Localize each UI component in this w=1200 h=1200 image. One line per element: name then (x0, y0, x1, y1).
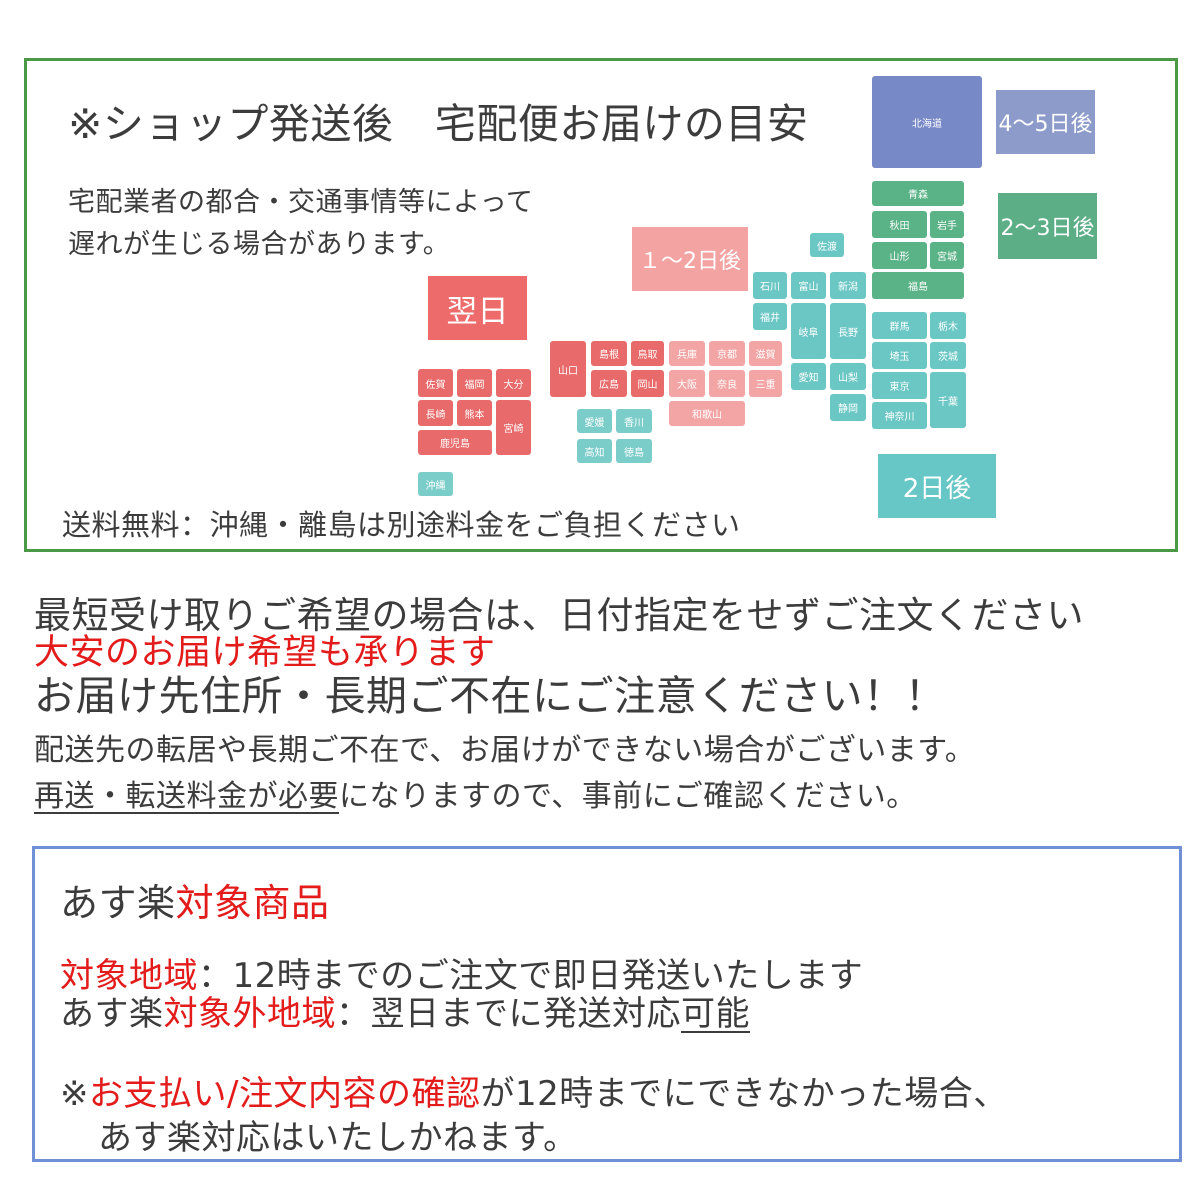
map-pref-shiga: 滋賀 (749, 341, 782, 366)
map-pref-kagoshima: 鹿児島 (418, 430, 492, 455)
map-pref-gunma: 群馬 (872, 312, 927, 339)
map-pref-tokyo: 東京 (872, 372, 927, 399)
map-pref-hiroshima: 広島 (591, 370, 627, 397)
map-pref-gifu: 岐阜 (791, 303, 826, 359)
outside-region-label: 対象外地域 (163, 994, 336, 1034)
map-pref-fukushima: 福島 (872, 272, 964, 299)
map-pref-niigata: 新潟 (830, 272, 866, 299)
notice-address-warning: お届け先住所・長期ご不在にご注意ください！！ (34, 672, 947, 720)
map-pref-tottori: 鳥取 (631, 341, 664, 366)
map-pref-miyazaki: 宮崎 (496, 400, 531, 455)
panel-subtitle-line1: 宅配業者の都合・交通事情等によって (68, 187, 534, 218)
map-pref-mie: 三重 (749, 370, 782, 397)
badge-two-three-days: 2～3日後 (998, 193, 1097, 259)
target-region-text: ：12時までのご注文で即日発送いたします (198, 956, 864, 996)
asuraku-title-prefix: あす楽 (60, 881, 176, 925)
map-pref-hyogo: 兵庫 (669, 341, 705, 366)
notice-shortest-delivery: 最短受け取りご希望の場合は、日付指定をせずご注文ください (34, 594, 1084, 637)
map-pref-wakayama: 和歌山 (669, 401, 745, 426)
map-pref-saitama: 埼玉 (872, 342, 927, 369)
map-pref-miyagi: 宮城 (930, 242, 964, 269)
asuraku-target-region: 対象地域：12時までのご注文で即日発送いたします (60, 948, 863, 997)
map-pref-kagawa: 香川 (616, 409, 652, 433)
notice-redelivery-fee: 再送・転送料金が必要になりますので、事前にご確認ください。 (34, 771, 917, 815)
free-shipping-note: 送料無料：沖縄・離島は別途料金をご負担ください (62, 508, 741, 542)
map-pref-oita: 大分 (496, 369, 531, 397)
outside-region-possible: 可能 (681, 994, 750, 1034)
map-pref-aichi: 愛知 (791, 363, 826, 390)
map-pref-kumamoto: 熊本 (457, 400, 492, 426)
redelivery-fee-underlined: 再送・転送料金が必要 (34, 779, 339, 814)
map-pref-tochigi: 栃木 (930, 312, 966, 339)
note-mark: ※ (60, 1074, 89, 1114)
asuraku-outside-region: あす楽対象外地域：翌日までに発送対応可能 (60, 986, 750, 1035)
notice-undeliverable: 配送先の転居や長期ご不在で、お届けができない場合がございます。 (34, 733, 976, 768)
map-pref-tokushima: 徳島 (616, 439, 652, 463)
panel-title: ※ショップ発送後 宅配便お届けの目安 (68, 100, 809, 148)
map-pref-okinawa: 沖縄 (418, 472, 453, 496)
map-pref-nara: 奈良 (709, 370, 745, 397)
map-pref-okayama: 岡山 (631, 370, 664, 397)
outside-region-text: ：翌日までに発送対応 (336, 994, 681, 1034)
note-payment-confirmation: お支払い/注文内容の確認 (89, 1074, 481, 1114)
map-pref-ibaraki: 茨城 (930, 342, 966, 369)
delivery-estimate-panel (24, 58, 1178, 552)
notice-taian-delivery: 大安のお届け希望も承ります (34, 633, 496, 673)
redelivery-fee-rest: になりますので、事前にご確認ください。 (339, 779, 917, 814)
target-region-label: 対象地域 (60, 956, 198, 996)
map-pref-saga: 佐賀 (418, 369, 453, 397)
map-pref-nagasaki: 長崎 (418, 400, 453, 426)
map-pref-yamagata: 山形 (872, 242, 927, 269)
map-pref-fukui: 福井 (753, 303, 787, 330)
map-pref-toyama: 富山 (791, 272, 826, 299)
map-pref-yamanashi: 山梨 (830, 363, 866, 390)
note-deadline-text: が12時までにできなかった場合、 (480, 1074, 1008, 1114)
badge-next-day: 翌日 (428, 276, 527, 340)
map-pref-kyoto: 京都 (709, 341, 745, 366)
panel-subtitle-line2: 遅れが生じる場合があります。 (68, 229, 451, 260)
asuraku-note-line1: ※お支払い/注文内容の確認が12時までにできなかった場合、 (60, 1066, 1008, 1115)
map-pref-hokkaido: 北海道 (872, 76, 982, 168)
map-pref-yamaguchi: 山口 (550, 341, 586, 397)
map-pref-sado: 佐渡 (810, 233, 844, 257)
map-pref-fukuoka: 福岡 (457, 369, 492, 397)
map-pref-ishikawa: 石川 (753, 272, 787, 299)
map-pref-shizuoka: 静岡 (830, 394, 866, 421)
asuraku-title: あす楽対象商品 (60, 872, 330, 927)
map-pref-iwate: 岩手 (930, 211, 964, 238)
map-pref-kanagawa: 神奈川 (872, 402, 927, 429)
map-pref-nagano: 長野 (830, 303, 866, 359)
badge-two-days: 2日後 (878, 454, 996, 518)
map-pref-osaka: 大阪 (669, 370, 705, 397)
asuraku-note-line2: あす楽対応はいたしかねます。 (98, 1118, 578, 1158)
map-pref-aomori: 青森 (872, 181, 964, 206)
map-pref-kochi: 高知 (577, 439, 612, 463)
badge-four-five-days: 4～5日後 (996, 90, 1095, 154)
badge-one-two-days: １～2日後 (632, 227, 748, 291)
map-pref-chiba: 千葉 (930, 372, 966, 428)
asuraku-panel (32, 846, 1182, 1162)
outside-region-prefix: あす楽 (60, 994, 164, 1034)
map-pref-ehime: 愛媛 (577, 409, 612, 433)
asuraku-title-target: 対象商品 (175, 881, 330, 925)
map-pref-shimane: 島根 (591, 341, 627, 366)
map-pref-akita: 秋田 (872, 211, 927, 238)
